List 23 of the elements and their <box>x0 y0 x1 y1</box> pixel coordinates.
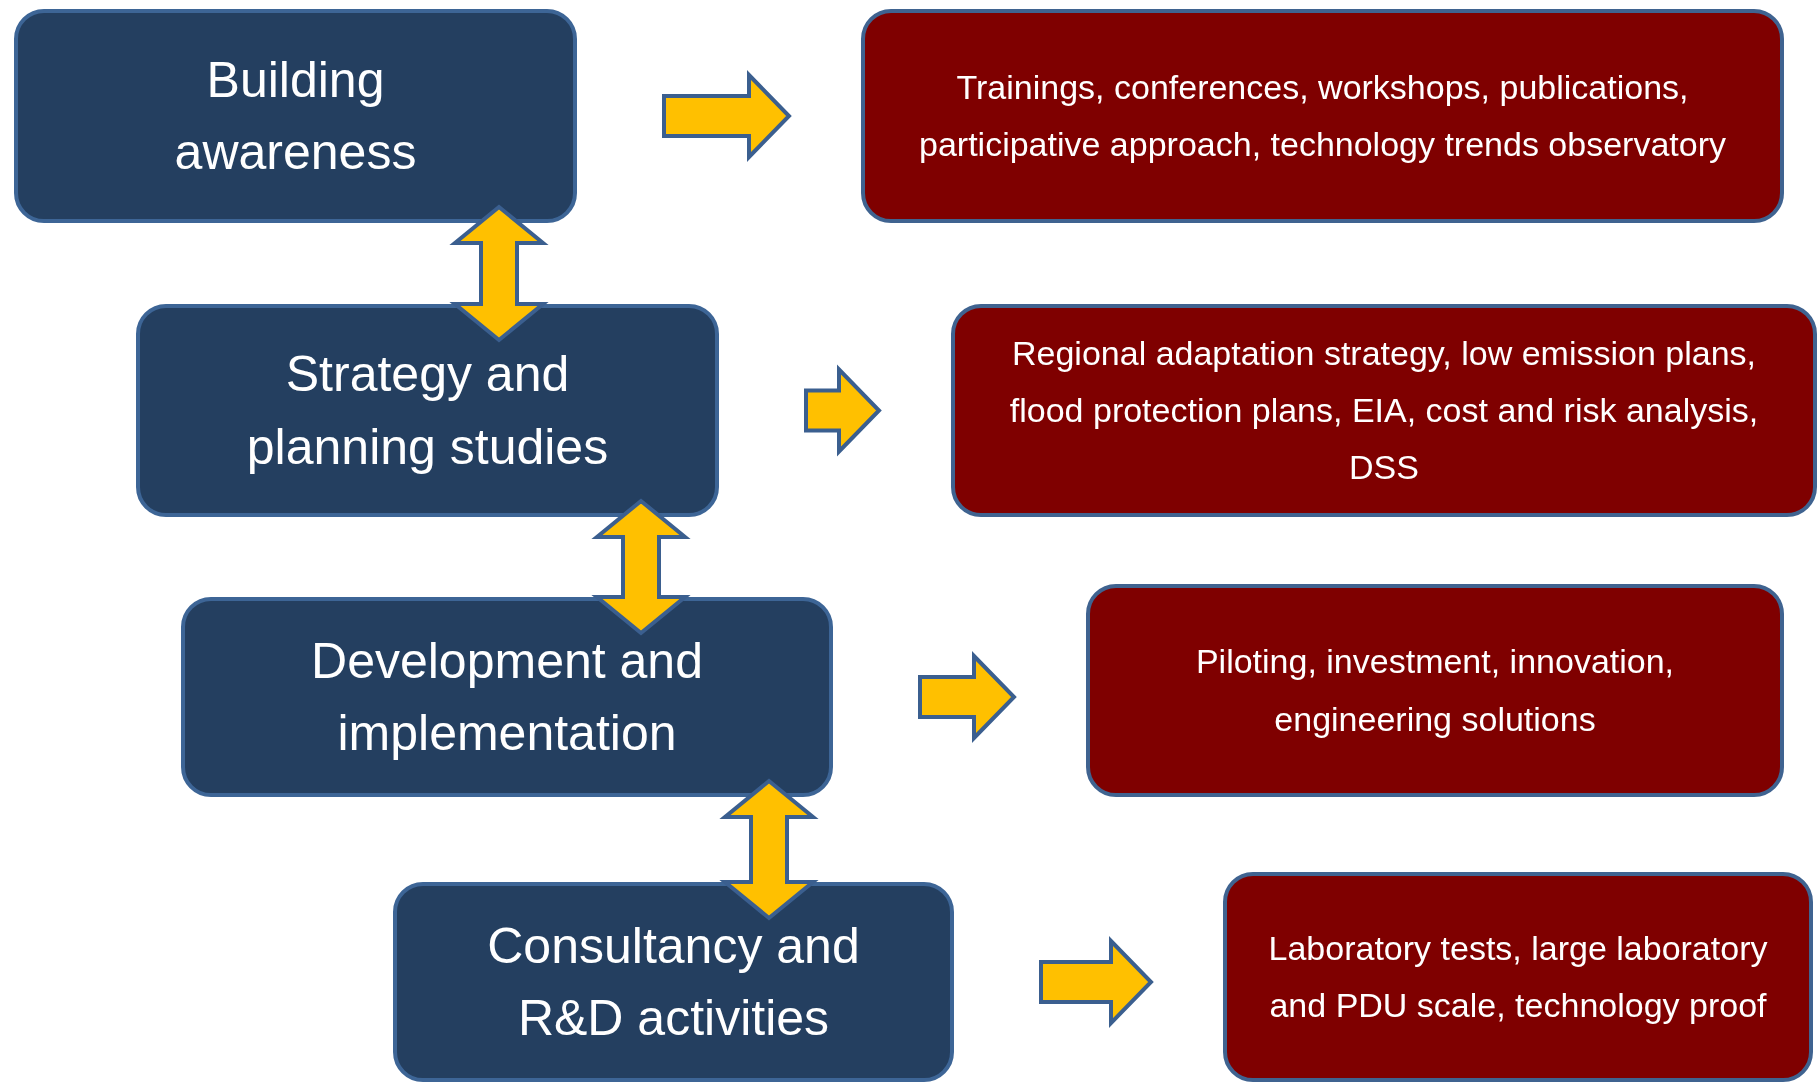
double-block-arrow <box>591 498 691 636</box>
block-arrow <box>804 364 882 457</box>
double-block-arrow <box>719 778 819 921</box>
activities-box <box>951 304 1817 517</box>
box-text: Regional adaptation strategy, low emission plans, flood protection plans, EIA, cost and risk analysis, DSS <box>1008 332 1760 489</box>
block-arrow <box>662 70 792 162</box>
block-arrow <box>1039 936 1154 1028</box>
box-text: Laboratory tests, large laboratory and PDU scale, technology proof <box>1267 927 1769 1026</box>
stage-box <box>14 9 577 223</box>
box-text: Trainings, conferences, workshops, publications, participative approach, technology trends observatory <box>918 66 1727 165</box>
box-text: Building awareness <box>173 50 418 182</box>
block-arrow <box>918 651 1017 743</box>
box-text: Development and implementation <box>310 631 704 763</box>
stage-box <box>181 597 833 797</box>
activities-box <box>1223 872 1813 1082</box>
activities-box <box>1086 584 1784 797</box>
stage-box <box>136 304 719 517</box>
double-block-arrow <box>449 204 549 343</box>
box-text: Strategy and planning studies <box>245 345 610 477</box>
box-text: Consultancy and R&D activities <box>486 916 861 1048</box>
box-text: Piloting, investment, innovation, engineering solutions <box>1194 641 1676 740</box>
activities-box <box>861 9 1784 223</box>
stage-box <box>393 882 954 1082</box>
